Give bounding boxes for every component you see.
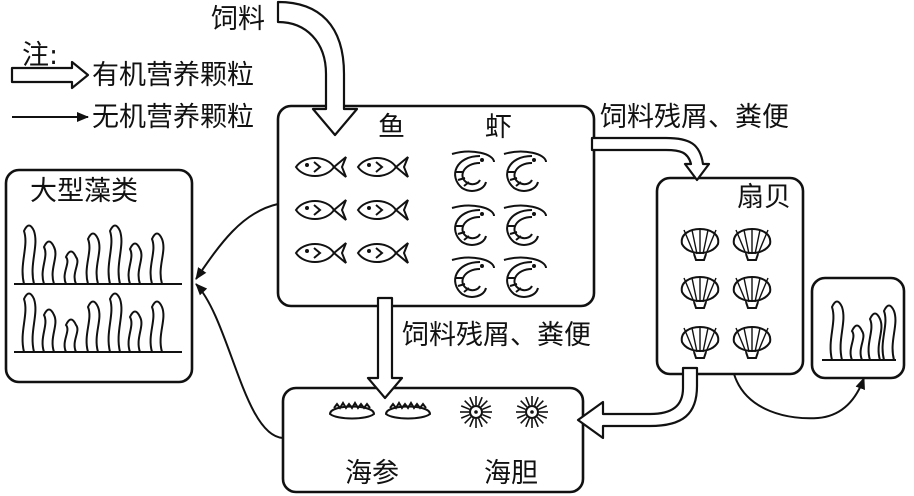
residue-down-hollow-arrow	[366, 296, 404, 400]
cucumber-urchin-box	[281, 386, 585, 494]
small-algae-group	[822, 300, 897, 361]
algae-blade-icon	[63, 250, 79, 285]
shrimp-icon	[503, 204, 547, 246]
fish-icon	[294, 242, 347, 264]
hollow-arrow-icon	[10, 60, 90, 90]
algae-box	[4, 168, 194, 384]
sea-cucumber-icon	[384, 401, 432, 420]
cucumber-to-algae-arrow	[195, 283, 284, 439]
algae-blade-icon	[41, 240, 57, 285]
algae-blade-icon	[829, 300, 845, 361]
sea-urchin-icon	[460, 396, 492, 428]
shrimp-icon	[451, 204, 495, 246]
fish-label: 鱼	[378, 112, 405, 143]
feed-label: 饲料	[211, 4, 265, 35]
algae-blade-icon	[21, 292, 37, 353]
algae-blade-icon	[21, 224, 37, 285]
legend-title: 注:	[22, 40, 59, 71]
sea-urchin-group	[460, 396, 548, 428]
algae-blade-icon	[149, 232, 165, 285]
scallop-to-small-algae-arrow	[733, 373, 865, 420]
scallop-icon	[732, 276, 772, 309]
residue-right-label: 饲料残屑、粪便	[600, 102, 789, 133]
algae-blade-icon	[85, 300, 101, 353]
fish-icon	[294, 156, 347, 178]
shrimp-icon	[503, 256, 547, 298]
scallop-icon	[680, 326, 720, 359]
residue-down-label: 饲料残屑、粪便	[402, 320, 591, 351]
fish-icon	[294, 199, 347, 221]
fish-icon	[356, 199, 409, 221]
sea-cucumber-label: 海参	[345, 458, 399, 489]
sea-cucumber-icon	[328, 401, 376, 420]
legend-inorganic-label: 无机营养颗粒	[92, 102, 254, 133]
residue-right-hollow-arrow	[590, 136, 711, 182]
legend-organic-label: 有机营养颗粒	[92, 60, 254, 91]
algae-blade-icon	[867, 312, 883, 361]
sea-cucumber-group	[328, 401, 432, 420]
algae-blade-icon	[127, 310, 143, 353]
fish-to-algae-arrow	[195, 203, 279, 280]
algae-blade-icon	[149, 300, 165, 353]
shrimp-icon	[451, 256, 495, 298]
fish-shrimp-box	[276, 104, 596, 308]
algae-blade-icon	[63, 318, 79, 353]
scallop-icon	[680, 276, 720, 309]
scallop-label: 扇贝	[737, 182, 791, 213]
shrimp-group	[451, 150, 547, 298]
algae-blade-icon	[107, 224, 123, 285]
scallop-icon	[732, 228, 772, 261]
scallop-icon	[732, 326, 772, 359]
algae-blade-icon	[107, 292, 123, 353]
scallop-icon	[680, 228, 720, 261]
fish-group	[294, 156, 409, 264]
sea-urchin-label: 海胆	[484, 458, 538, 489]
algae-blade-icon	[127, 242, 143, 285]
fish-icon	[356, 156, 409, 178]
shrimp-icon	[503, 150, 547, 192]
sea-urchin-icon	[516, 396, 548, 428]
algae-group	[14, 224, 182, 353]
algae-blade-icon	[881, 304, 897, 361]
small-algae-box	[810, 276, 906, 380]
algae-label: 大型藻类	[30, 176, 138, 207]
algae-blade-icon	[41, 308, 57, 353]
feed-hollow-arrow	[276, 0, 359, 137]
scallop-to-cucumber-hollow-arrow	[576, 366, 699, 440]
algae-blade-icon	[85, 232, 101, 285]
shrimp-icon	[451, 150, 495, 192]
shrimp-label: 虾	[485, 112, 512, 143]
algae-blade-icon	[849, 324, 865, 361]
fish-icon	[356, 242, 409, 264]
scallop-box	[655, 176, 805, 376]
scallop-group	[680, 228, 772, 359]
